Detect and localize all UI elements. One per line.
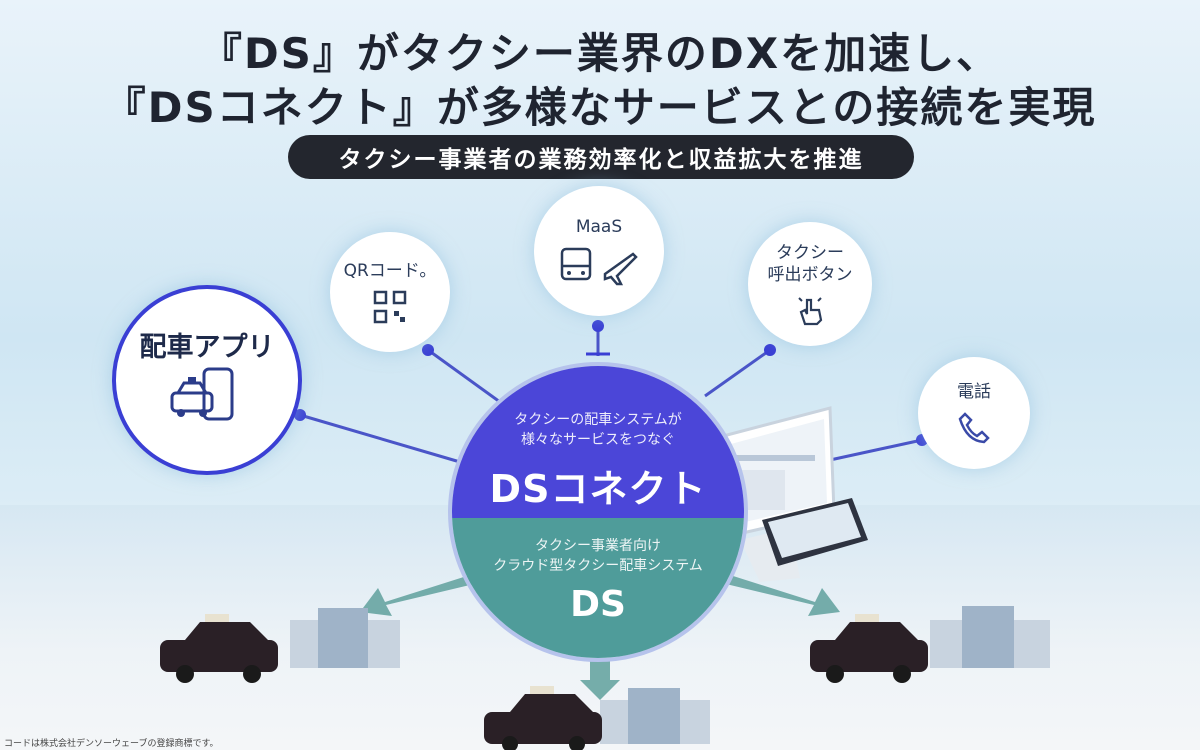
node-maas-label: MaaS	[575, 217, 623, 237]
central-hub: タクシーの配車システムが 様々なサービスをつなぐ DSコネクト タクシー事業者向…	[448, 362, 748, 662]
subtitle-banner: タクシー事業者の業務効率化と収益拡大を推進	[288, 135, 914, 179]
connector-app	[299, 413, 461, 464]
node-qr-label: QRコード。	[343, 261, 437, 281]
trademark-footnote: コードは株式会社デンソーウェーブの登録商標です。	[4, 739, 219, 749]
operator-left	[160, 608, 400, 683]
node-call-label-2: 呼出ボタン	[767, 265, 853, 285]
ds-description: タクシー事業者向け クラウド型タクシー配車システム	[452, 536, 744, 576]
node-dispatch-app-label: 配車アプリ	[139, 332, 275, 363]
operator-center	[484, 686, 710, 750]
qr-code-icon	[373, 290, 407, 324]
ds-desc-1: タクシー事業者向け	[535, 538, 661, 554]
node-telephone-label: 電話	[957, 382, 991, 402]
tap-hand-icon	[798, 297, 823, 326]
node-call-label-1: タクシー	[776, 243, 844, 263]
arrows-to-operators	[360, 575, 840, 700]
ds-connect-name: DSコネクト	[489, 467, 707, 511]
node-qr-code: QRコード。	[330, 232, 450, 352]
ds-section	[452, 517, 744, 658]
bus-plane-icon	[560, 247, 638, 286]
node-maas: MaaS	[534, 186, 664, 316]
ds-connect-description: タクシーの配車システムが 様々なサービスをつなぐ	[452, 410, 744, 450]
operator-right	[810, 606, 1050, 683]
phone-icon	[958, 412, 990, 444]
taxi-phone-icon	[170, 367, 234, 421]
node-dispatch-app: 配車アプリ	[112, 285, 302, 475]
ds-name: DS	[570, 584, 626, 625]
ds-connect-desc-2: 様々なサービスをつなぐ	[521, 432, 675, 448]
connector-tel	[829, 438, 923, 462]
main-title-line2: 『DSコネクト』が多様なサービスとの接続を実現	[103, 83, 1097, 132]
ds-connect-section	[452, 366, 744, 518]
node-telephone: 電話	[918, 357, 1030, 469]
ds-desc-2: クラウド型タクシー配車システム	[493, 558, 703, 574]
ds-connect-desc-1: タクシーの配車システムが	[514, 412, 682, 428]
main-title-line1: 『DS』がタクシー業界のDXを加速し、	[199, 29, 1001, 78]
node-call-button: タクシー 呼出ボタン	[748, 222, 872, 346]
